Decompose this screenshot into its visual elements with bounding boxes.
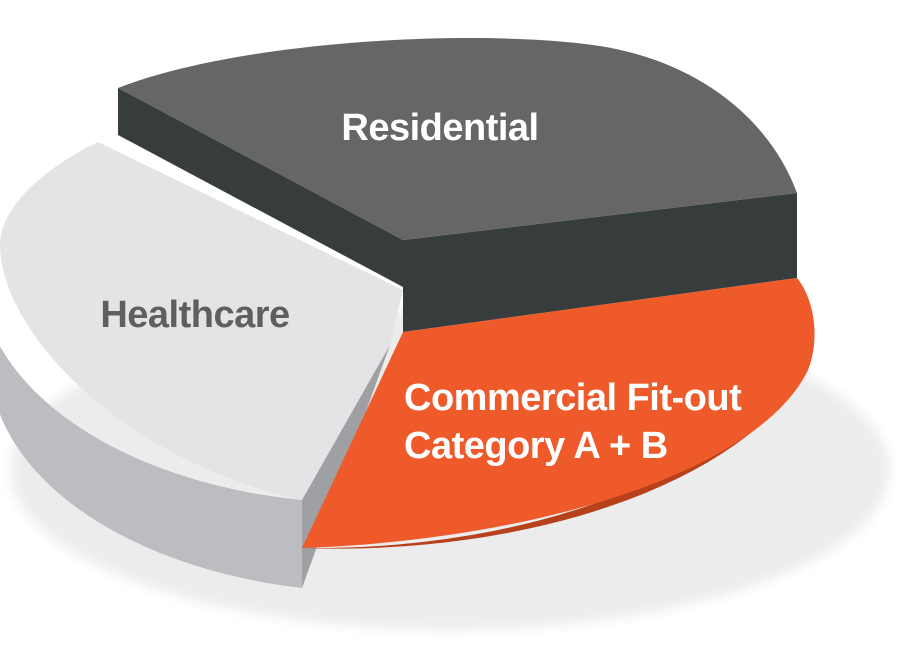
residential-label: Residential bbox=[341, 107, 538, 149]
commercial-label-line2: Category A + B bbox=[404, 425, 668, 467]
commercial-label-line1: Commercial Fit-out bbox=[404, 377, 742, 419]
residential-slice bbox=[118, 38, 797, 241]
commercial-slice bbox=[302, 278, 815, 548]
residential-slice-side-front bbox=[403, 193, 797, 332]
healthcare-slice bbox=[0, 142, 403, 500]
residential-slice-side-left bbox=[118, 88, 403, 287]
healthcare-label: Healthcare bbox=[100, 294, 289, 336]
healthcare-slice-side bbox=[0, 200, 302, 588]
